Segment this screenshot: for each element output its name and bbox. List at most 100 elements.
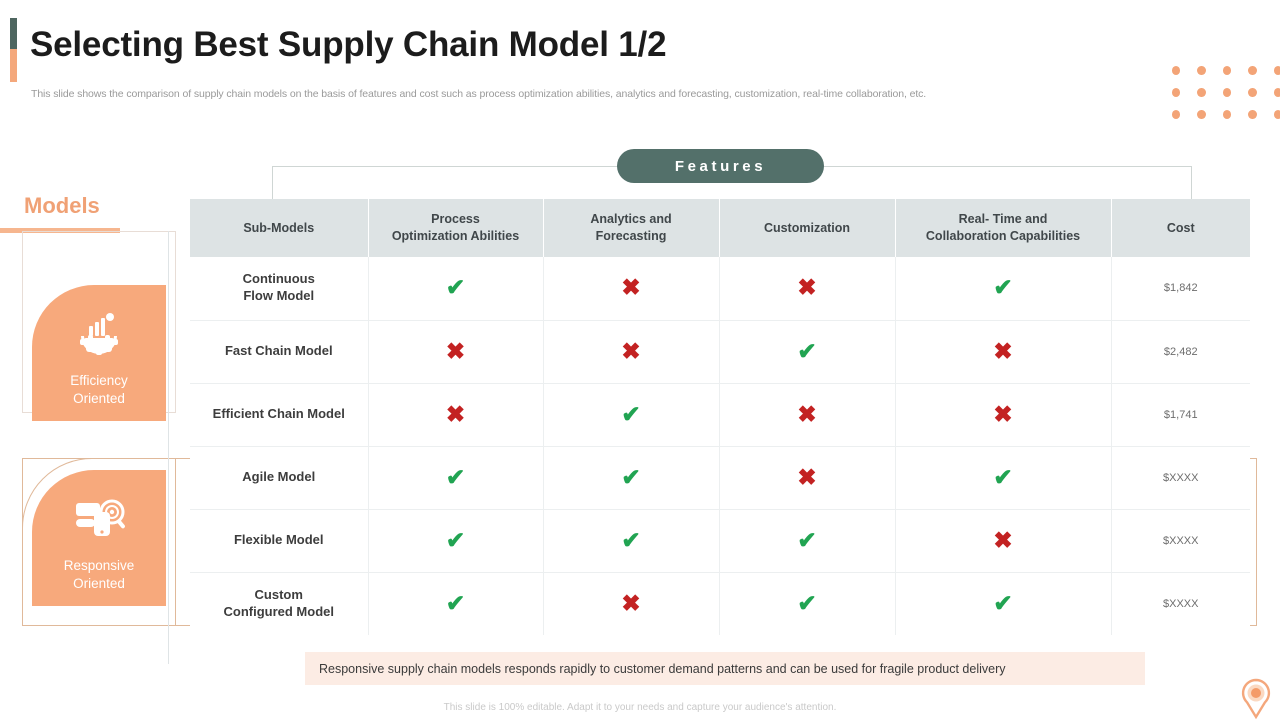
column-header-line1: Process [431,212,480,227]
cell-analytics: ✔ [543,446,720,510]
cell-process: ✔ [368,257,544,321]
cross-icon: ✖ [797,400,817,427]
dot-grid-decoration [1172,66,1280,132]
check-icon: ✔ [621,400,641,427]
cell-analytics: ✖ [543,320,720,384]
dot [1172,66,1181,75]
column-header-line1: Real- Time and [958,212,1048,227]
features-badge: Features [617,149,824,183]
check-icon: ✔ [445,526,466,553]
cell-realtime: ✖ [895,320,1112,384]
check-icon: ✔ [621,463,641,490]
cell-process: ✖ [368,383,544,447]
cross-icon: ✖ [445,400,466,427]
model-card-responsive-label-line2: Oriented [73,575,125,591]
cell-cost: $1,842 [1111,257,1250,321]
cross-icon: ✖ [993,337,1013,364]
comparison-table: Sub-Models Process Optimization Abilitie… [190,199,1250,635]
cell-realtime: ✔ [895,572,1112,635]
column-header-line1: Cost [1166,220,1195,235]
dot [1172,110,1181,119]
model-card-responsive[interactable]: Responsive Oriented [32,470,166,606]
column-header-line2: Optimization Abilities [391,229,520,243]
column-header-realtime-collaboration: Real- Time and Collaboration Capabilitie… [895,199,1112,257]
column-header-line1: Analytics and [590,212,672,227]
dot [1248,66,1257,75]
footer-note: This slide is 100% editable. Adapt it to… [443,702,837,713]
dot [1197,110,1206,119]
models-heading: Models [24,193,100,218]
row-label-line1: Fast Chain Model [224,343,333,359]
cell-customization: ✔ [719,572,896,635]
row-label-2: Efficient Chain Model [190,383,369,447]
column-header-line2: Forecasting [595,229,667,243]
check-icon: ✔ [445,274,466,301]
callout-text: Responsive supply chain models responds … [319,661,1006,676]
row-label-line1: Agile Model [242,469,316,485]
cell-customization: ✖ [719,383,896,447]
cross-icon: ✖ [621,337,641,364]
check-icon: ✔ [993,274,1013,301]
dot [1222,110,1232,119]
dot [1248,88,1257,97]
cell-customization: ✔ [719,320,896,384]
cell-analytics: ✖ [543,572,720,635]
column-header-line1: Sub-Models [243,220,315,235]
cell-cost: $XXXX [1111,446,1250,510]
row-label-line1: Flexible Model [233,532,324,548]
cell-analytics: ✔ [543,509,720,573]
row-label-line2: Flow Model [243,288,315,304]
check-icon: ✔ [797,337,817,364]
cross-icon: ✖ [445,337,466,364]
column-header-line2: Collaboration Capabilities [925,229,1081,243]
cross-icon: ✖ [993,526,1013,553]
table-header-row: Sub-Models Process Optimization Abilitie… [190,199,1250,257]
dot [1172,88,1181,97]
guide-line [168,231,169,664]
cell-customization: ✔ [719,509,896,573]
column-header-line1: Customization [763,220,851,235]
cell-process: ✖ [368,320,544,384]
models-heading-underline [0,228,120,233]
responsive-card-frame [22,458,176,626]
row-label-4: Flexible Model [190,509,369,573]
model-card-efficiency[interactable]: Efficiency Oriented [32,285,166,421]
check-icon: ✔ [445,589,466,616]
cell-cost: $2,482 [1111,320,1250,384]
cell-process: ✔ [368,572,544,635]
accent-bar-top [10,18,17,49]
cell-customization: ✖ [719,446,896,510]
accent-bar-bottom [10,48,17,82]
cell-cost: $XXXX [1111,572,1250,635]
cell-cost: $1,741 [1111,383,1250,447]
cell-process: ✔ [368,446,544,510]
dot [1197,66,1206,75]
cell-customization: ✖ [719,257,896,321]
dot [1248,110,1257,119]
row-label-line1: Efficient Chain Model [212,406,345,422]
model-card-efficiency-label-line2: Oriented [73,390,125,406]
dot [1273,110,1280,119]
callout-banner: Responsive supply chain models responds … [305,652,1145,685]
column-header-process-optimization: Process Optimization Abilities [368,199,544,257]
dot-grid-row [1172,66,1280,75]
row-label-line1: Continuous [242,271,315,287]
table-row: Flexible Model✔✔✔✖$XXXX [190,509,1250,573]
page-subtitle: This slide shows the comparison of suppl… [31,88,927,100]
dot [1273,88,1280,97]
cell-realtime: ✖ [895,509,1112,573]
device-search-icon [72,499,126,548]
dot [1222,66,1232,75]
gear-bar-chart-icon [72,312,126,363]
model-card-efficiency-label-line1: Efficiency [70,372,128,388]
check-icon: ✔ [993,463,1013,490]
check-icon: ✔ [797,589,817,616]
cross-icon: ✖ [993,400,1013,427]
cell-realtime: ✔ [895,446,1112,510]
cell-realtime: ✔ [895,257,1112,321]
column-header-cost: Cost [1111,199,1250,257]
check-icon: ✔ [621,526,641,553]
